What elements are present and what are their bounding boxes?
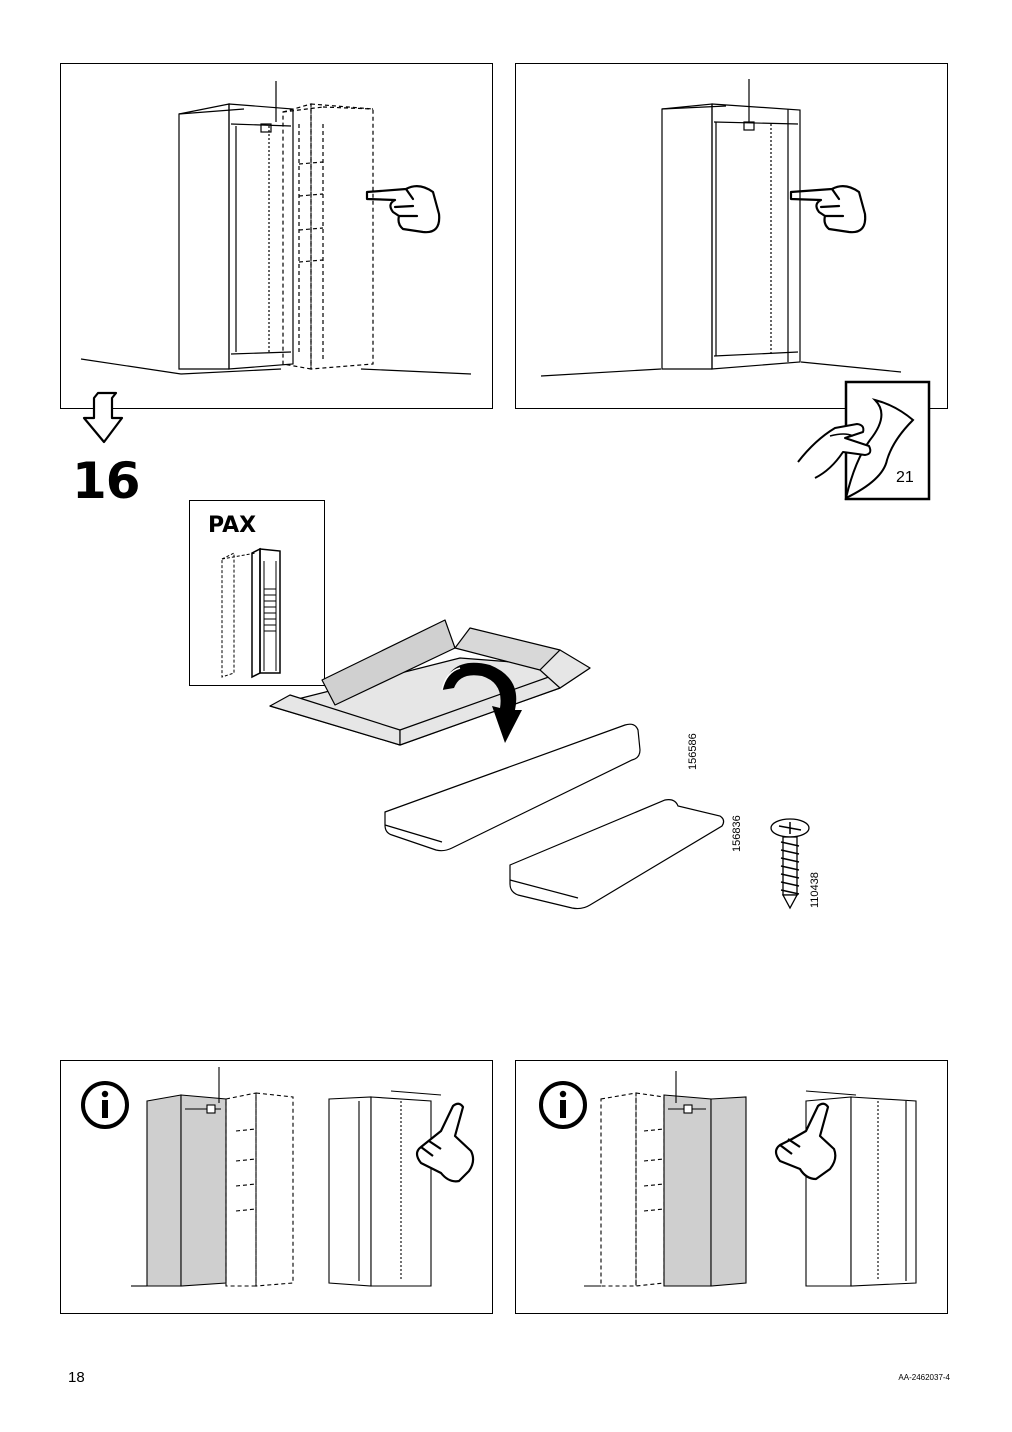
packaging-box [269, 619, 591, 746]
info-icon [81, 1081, 129, 1129]
wardrobe-pair-illustration [80, 81, 472, 375]
panel-top-left [60, 63, 493, 409]
panel-156836 [509, 799, 725, 910]
pointing-hand-icon [365, 185, 441, 234]
panel-top-right [515, 63, 948, 409]
step-number: 16 [72, 452, 141, 510]
info-icon [539, 1081, 587, 1129]
part-code-156836: 156836 [731, 815, 743, 852]
pax-label: PAX [208, 513, 257, 538]
panel-156586 [384, 723, 641, 852]
pax-frame-illustration [221, 547, 281, 679]
single-wardrobe-illustration [540, 79, 902, 377]
screw-icon [770, 818, 810, 910]
down-arrow-icon [78, 390, 128, 446]
pointing-hand-icon [789, 185, 867, 234]
raised-finger-icon [415, 1102, 475, 1183]
part-code-156586: 156586 [687, 733, 699, 770]
page-turn-icon [795, 380, 935, 502]
unpacking-illustration [260, 610, 830, 920]
document-code: AA-2462037-4 [898, 1373, 950, 1382]
panel-bottom-left [60, 1060, 493, 1314]
panel-bottom-right [515, 1060, 948, 1314]
page-number: 18 [68, 1369, 85, 1386]
info-illustration-left [81, 1067, 475, 1287]
raised-finger-icon [774, 1102, 837, 1181]
part-code-110438: 110438 [809, 872, 821, 908]
page-turn-reference: 21 [896, 469, 914, 486]
info-illustration-right [539, 1071, 917, 1287]
rotate-arrow-icon [441, 662, 522, 743]
pax-inset: PAX [189, 500, 325, 686]
